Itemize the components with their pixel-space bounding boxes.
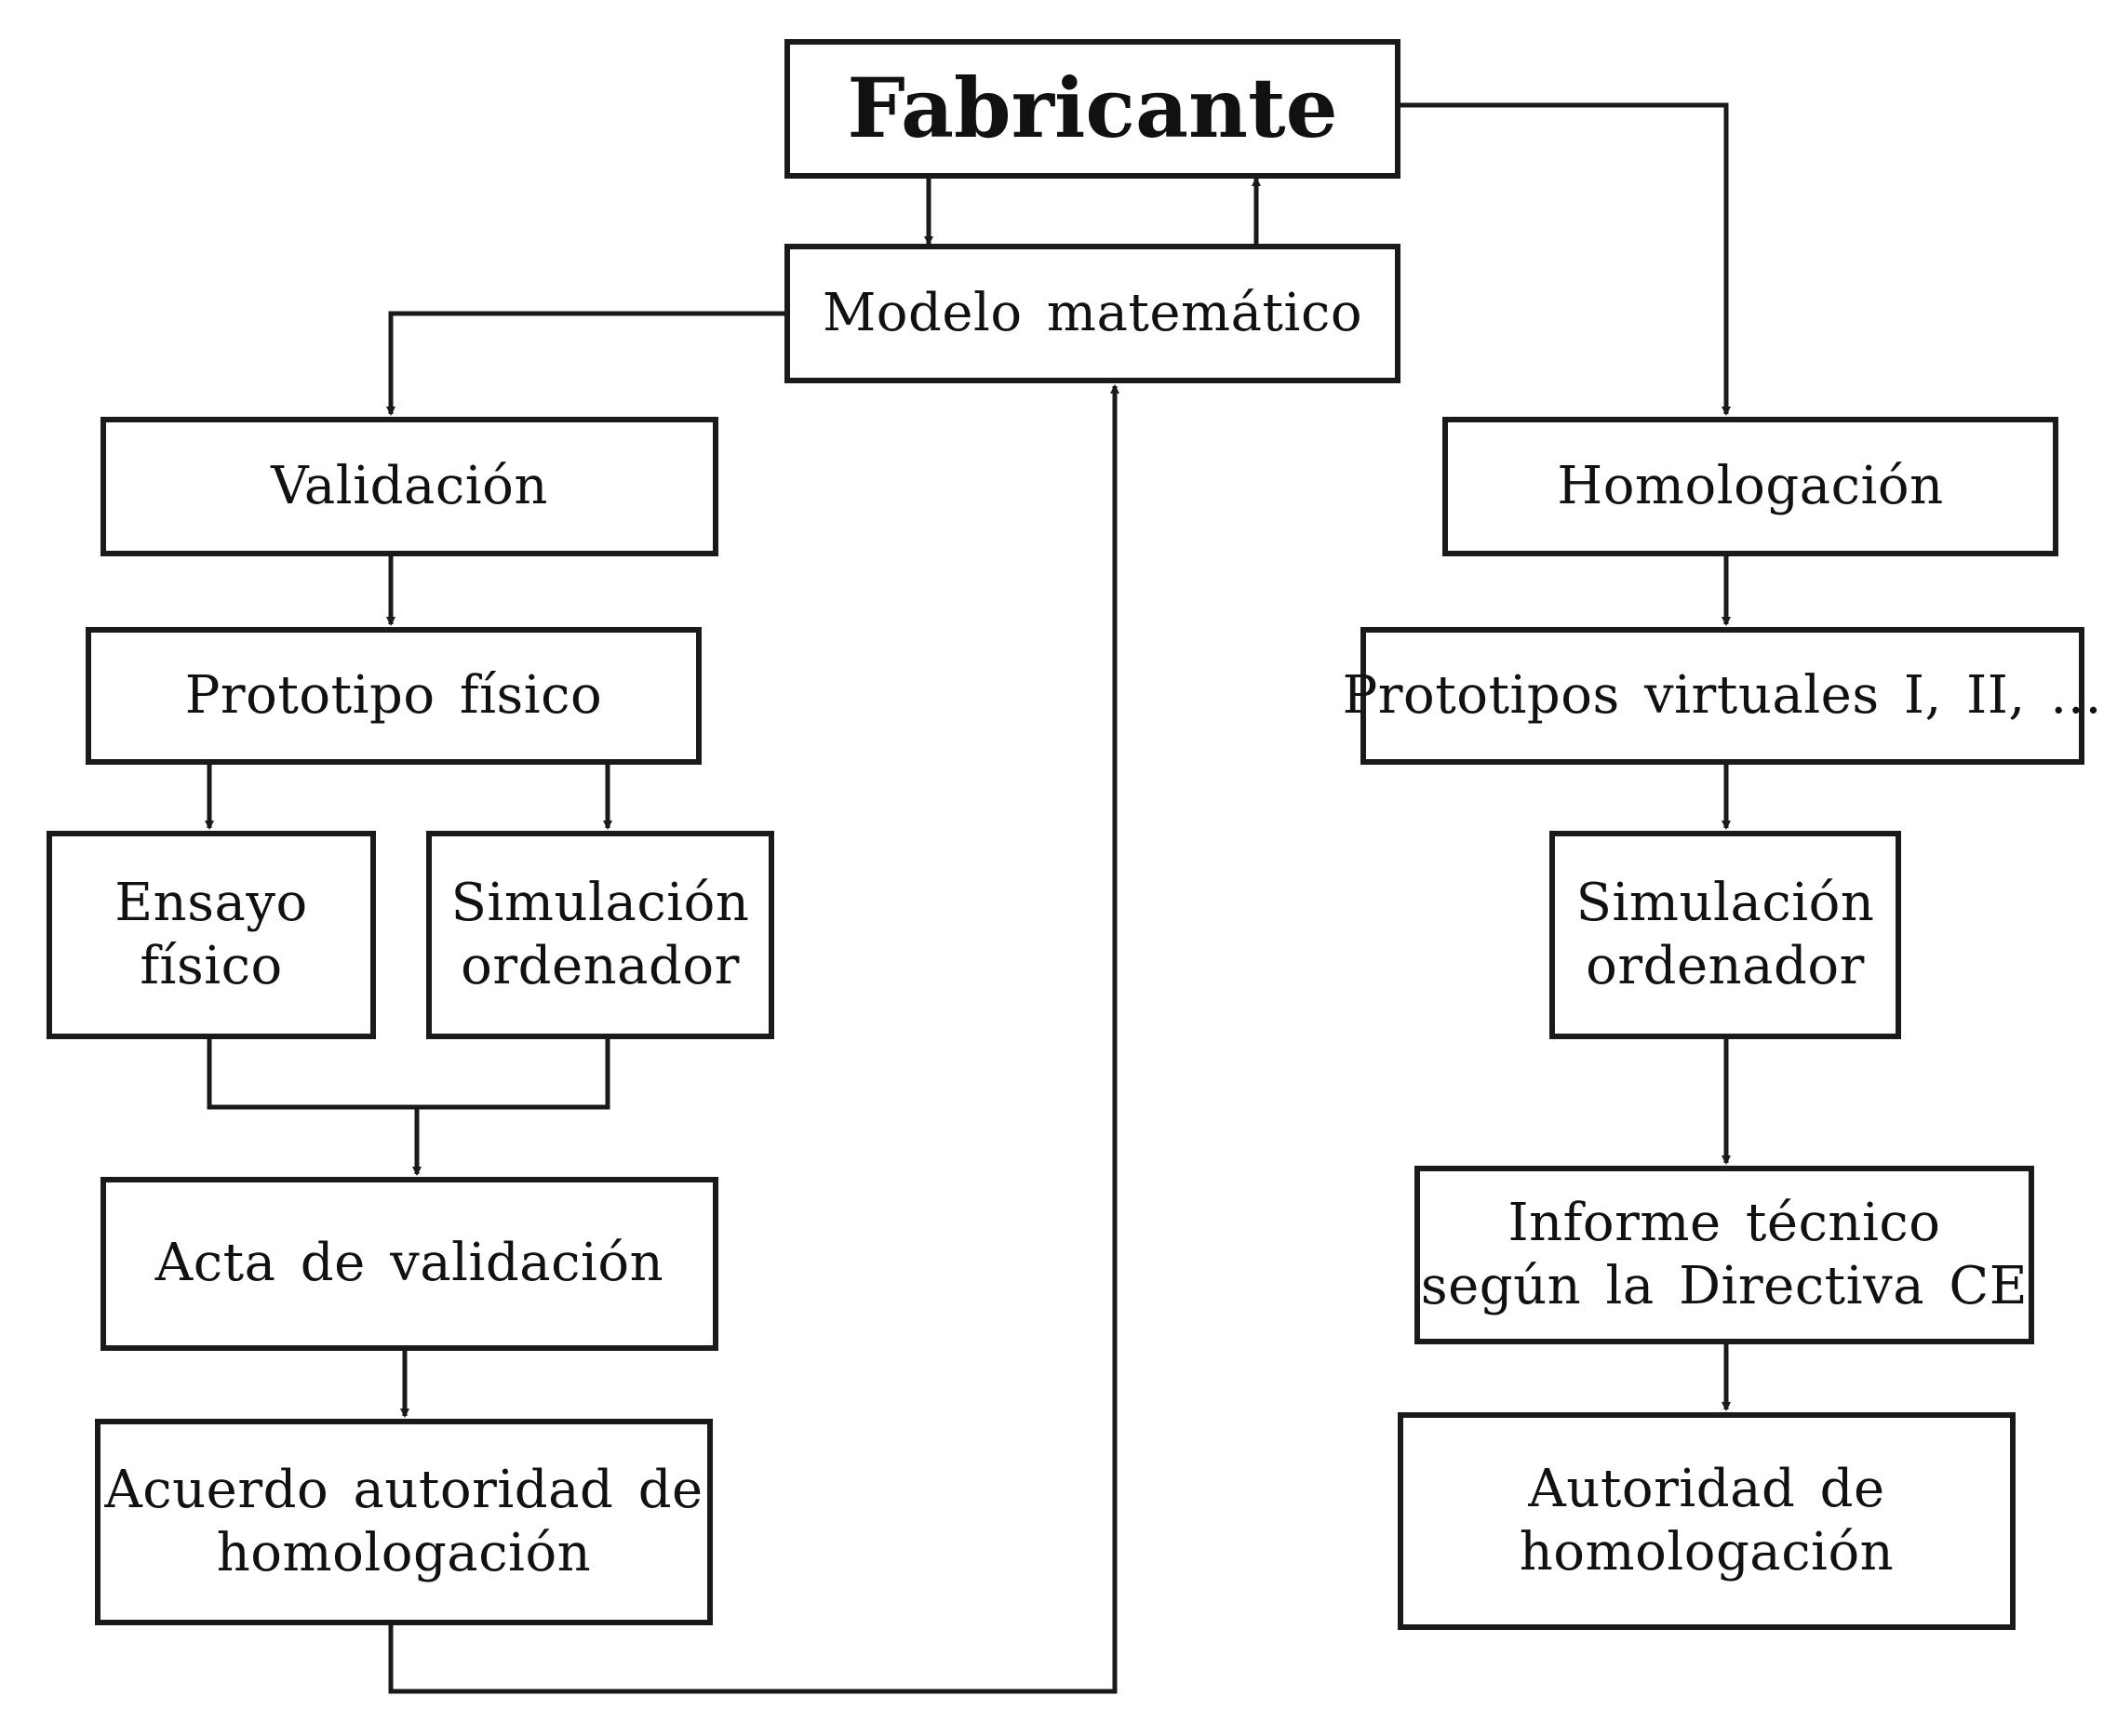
node-autoridad-line1: Autoridad de xyxy=(1528,1458,1885,1519)
node-prototipos-virtuales: Prototipos virtuales I, II, … xyxy=(1343,627,2102,765)
node-simulacion-ordenador-right: Simulación ordenador xyxy=(1549,831,1901,1039)
node-ensayo-line2: físico xyxy=(140,936,283,996)
node-modelo-matematico: Modelo matemático xyxy=(784,244,1400,383)
arrow-modelo-to-validacion xyxy=(386,311,784,416)
arrow-fabricante-to-homologacion xyxy=(1400,102,1731,416)
node-fabricante-label: Fabricante xyxy=(847,60,1338,157)
node-acuerdo-line1: Acuerdo autoridad de xyxy=(104,1459,703,1520)
node-prototipo-fisico: Prototipo físico xyxy=(86,627,702,765)
node-homologacion: Homologación xyxy=(1442,417,2058,556)
node-acta-validacion: Acta de validación xyxy=(100,1177,718,1351)
arrow-acuerdo-to-modelo xyxy=(388,384,1119,1694)
node-simulacion-left-line2: ordenador xyxy=(461,936,740,996)
node-ensayo-fisico: Ensayo físico xyxy=(47,831,376,1039)
node-simulacion-right-line2: ordenador xyxy=(1586,936,1865,996)
node-validacion: Validación xyxy=(100,417,718,556)
node-informe-tecnico: Informe técnico según la Directiva CE xyxy=(1414,1166,2034,1344)
node-validacion-label: Validación xyxy=(271,455,548,516)
node-autoridad-line2: homologación xyxy=(1519,1522,1895,1582)
node-informe-line2: según la Directiva CE xyxy=(1420,1256,2029,1316)
node-acuerdo-line2: homologación xyxy=(216,1523,592,1583)
node-simulacion-right-line1: Simulación xyxy=(1575,872,1875,933)
node-autoridad-homologacion: Autoridad de homologación xyxy=(1398,1412,2016,1630)
node-homologacion-label: Homologación xyxy=(1557,455,1944,516)
node-fabricante: Fabricante xyxy=(784,39,1400,179)
node-prototipo-fisico-label: Prototipo físico xyxy=(184,664,603,726)
node-simulacion-left-line1: Simulación xyxy=(450,872,750,933)
node-prototipos-virtuales-label: Prototipos virtuales I, II, … xyxy=(1342,664,2103,726)
node-modelo-label: Modelo matemático xyxy=(822,282,1363,343)
connector-merge-to-acta xyxy=(207,1039,610,1110)
node-acta-label: Acta de validación xyxy=(154,1233,664,1294)
node-acuerdo-autoridad: Acuerdo autoridad de homologación xyxy=(95,1419,713,1625)
node-ensayo-line1: Ensayo xyxy=(114,872,308,933)
node-simulacion-ordenador-left: Simulación ordenador xyxy=(426,831,774,1039)
node-informe-line1: Informe técnico xyxy=(1507,1192,1941,1253)
